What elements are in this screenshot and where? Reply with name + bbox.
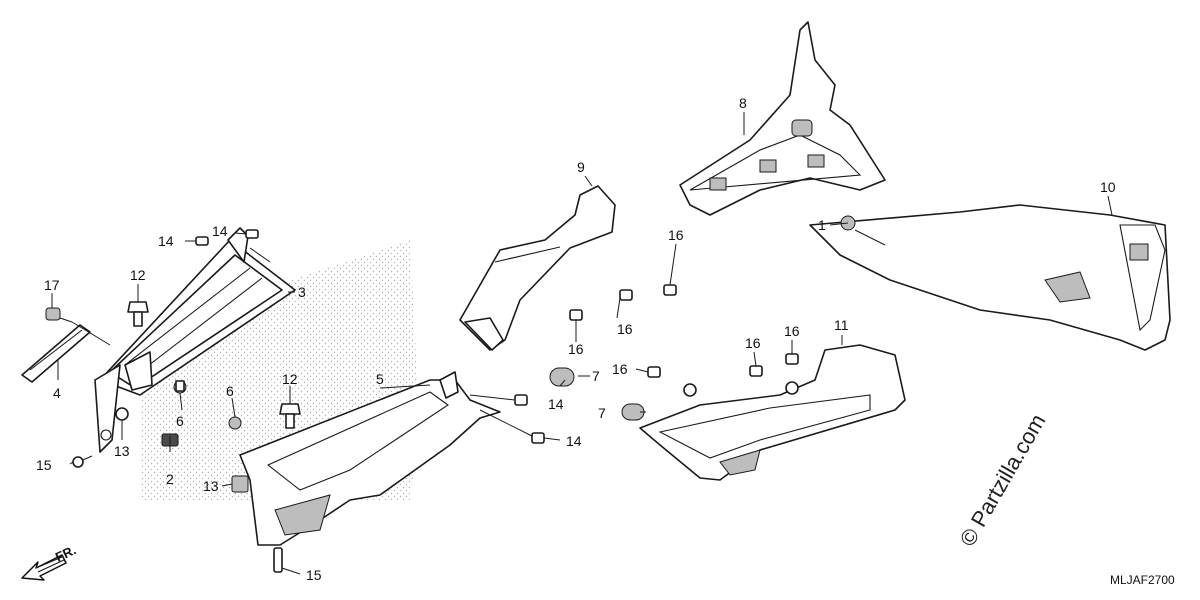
part-6-grommet [228, 416, 242, 430]
callout-15b: 15 [306, 567, 322, 583]
part-11-lower-right-cover [639, 344, 906, 481]
part-14-screws-mid [514, 394, 545, 444]
callout-13a: 13 [114, 443, 130, 459]
part-3-bracket [94, 227, 296, 453]
leader-lines [51, 112, 1113, 575]
part-16-screws-right [647, 353, 799, 378]
callout-14d: 14 [566, 433, 582, 449]
callout-15a: 15 [36, 457, 52, 473]
part-12-bolt-left [127, 301, 149, 327]
callout-5: 5 [376, 371, 384, 387]
watermark: © Partzilla.com [955, 410, 1051, 551]
part-15-screw-bottom [273, 547, 283, 573]
callout-16f: 16 [784, 323, 800, 339]
callout-7b: 7 [598, 405, 606, 421]
callout-14a: 14 [158, 233, 174, 249]
front-direction-arrow: FR. [21, 542, 78, 581]
part-10-rear-cover [809, 204, 1171, 351]
part-13-nut-left [115, 407, 129, 421]
callout-17: 17 [44, 277, 60, 293]
callout-12a: 12 [130, 267, 146, 283]
callout-2: 2 [166, 471, 174, 487]
callout-16c: 16 [568, 341, 584, 357]
callout-16d: 16 [612, 361, 628, 377]
part-15-screw-left [72, 455, 93, 468]
part-5-side-cover [231, 371, 501, 546]
callout-16e: 16 [745, 335, 761, 351]
callout-6a: 6 [176, 413, 184, 429]
part-4-trim-strip [21, 324, 91, 383]
callout-16a: 16 [668, 227, 684, 243]
direction-label: FR. [53, 542, 78, 564]
callout-14c: 14 [548, 396, 564, 412]
callout-13b: 13 [203, 478, 219, 494]
part-17-clip [45, 307, 73, 323]
part-6-grommet-left [173, 380, 187, 394]
part-16-screws-center [569, 284, 677, 321]
part-9-inner-panel [459, 185, 616, 387]
callout-4: 4 [53, 385, 61, 401]
callout-6b: 6 [226, 383, 234, 399]
part-12-bolt [279, 403, 301, 429]
callout-9: 9 [577, 159, 585, 175]
callout-16b: 16 [617, 321, 633, 337]
callout-14b: 14 [212, 223, 228, 239]
callout-11: 11 [834, 317, 849, 333]
callouts: 1 2 3 4 5 6 6 7 7 8 9 10 11 12 12 13 13 … [36, 95, 1116, 583]
part-8-upper-cover [679, 21, 886, 216]
part-14-screws-top [195, 229, 259, 246]
callout-7a: 7 [592, 368, 600, 384]
callout-1: 1 [818, 217, 826, 233]
callout-8: 8 [739, 95, 747, 111]
callout-12b: 12 [282, 371, 298, 387]
callout-3: 3 [298, 284, 306, 300]
diagram-code: MLJAF2700 [1110, 573, 1175, 587]
callout-10: 10 [1100, 179, 1116, 195]
